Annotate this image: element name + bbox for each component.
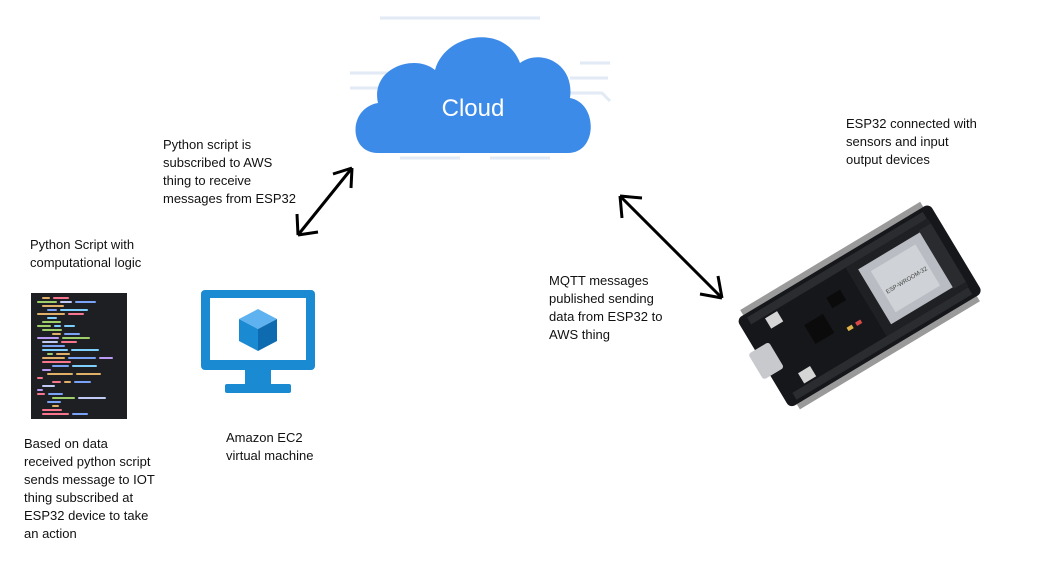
code-line [37, 337, 59, 339]
code-line [64, 333, 80, 335]
code-line [42, 357, 65, 359]
code-line [48, 393, 63, 395]
code-line [78, 397, 106, 399]
code-line [75, 301, 96, 303]
code-line [47, 401, 61, 403]
action-note: Based on data received python script sen… [24, 436, 155, 541]
code-line [42, 369, 51, 371]
code-line [64, 381, 71, 383]
code-line [42, 329, 62, 331]
code-line [42, 413, 69, 415]
code-line [37, 389, 43, 391]
code-line [52, 381, 61, 383]
esp32-board-icon: ESP-WROOM-32 [738, 201, 981, 410]
monitor-with-cube-icon [201, 290, 315, 393]
code-line [71, 349, 99, 351]
mqtt-note: MQTT messages published sending data fro… [549, 273, 663, 342]
ec2-label: Amazon EC2 virtual machine [226, 430, 314, 463]
code-line [37, 393, 45, 395]
code-line [72, 413, 88, 415]
code-line [60, 309, 88, 311]
code-line [61, 341, 77, 343]
code-line [37, 325, 51, 327]
code-line [52, 365, 69, 367]
code-line [53, 297, 69, 299]
code-line [56, 353, 70, 355]
code-line [42, 345, 65, 347]
python-subscription-note: Python script is subscribed to AWS thing… [163, 137, 296, 206]
cloud-label: Cloud [442, 95, 505, 122]
code-line [37, 377, 43, 379]
code-line [52, 397, 75, 399]
code-line [68, 313, 84, 315]
code-line [37, 301, 57, 303]
double-arrow-left [295, 166, 354, 237]
cloud-icon: Cloud [350, 16, 612, 160]
code-line [60, 301, 72, 303]
cloud-shape [355, 37, 591, 153]
code-line [62, 337, 90, 339]
code-line [42, 385, 55, 387]
code-line [54, 325, 61, 327]
code-line [47, 373, 73, 375]
code-line [47, 317, 57, 319]
python-script-label: Python Script with computational logic [30, 237, 142, 270]
double-arrow-right [618, 194, 724, 300]
code-line [76, 373, 101, 375]
esp32-description: ESP32 connected with sensors and input o… [846, 116, 977, 167]
code-line [47, 353, 53, 355]
code-line [64, 325, 75, 327]
code-line [74, 381, 91, 383]
code-line [72, 365, 97, 367]
code-line [42, 321, 61, 323]
code-screenshot [31, 293, 127, 419]
code-line [42, 305, 64, 307]
code-line [47, 309, 57, 311]
code-line [52, 405, 59, 407]
code-line [42, 361, 71, 363]
code-line [52, 333, 61, 335]
code-line [42, 341, 58, 343]
code-line [42, 349, 68, 351]
code-line [42, 409, 62, 411]
code-line [42, 297, 50, 299]
code-line [37, 313, 65, 315]
code-line [68, 357, 96, 359]
code-line [99, 357, 113, 359]
